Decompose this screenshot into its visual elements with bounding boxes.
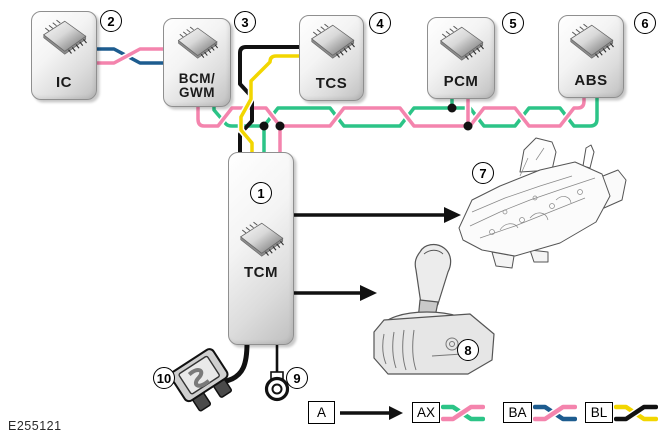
pair-ic-bcm bbox=[91, 45, 168, 67]
module-pcm-label: PCM bbox=[443, 73, 479, 91]
ground-ring-terminal bbox=[264, 343, 290, 402]
chip-icon bbox=[437, 23, 485, 63]
ba-pink-wire bbox=[93, 47, 166, 65]
module-tcs-label: TCS bbox=[315, 75, 348, 93]
bcm-label-line2: GWM bbox=[179, 84, 215, 100]
bus-green-wire bbox=[212, 92, 599, 128]
figure-code: E255121 bbox=[8, 419, 62, 433]
legend-key-box: A bbox=[308, 401, 335, 424]
callout-4-tcs: 4 bbox=[369, 12, 391, 34]
bus-pink-wire bbox=[196, 92, 586, 128]
module-abs-label: ABS bbox=[574, 72, 608, 90]
chip-icon bbox=[237, 219, 285, 259]
module-ic: IC bbox=[31, 11, 97, 100]
twisted-pair-bl-icon bbox=[614, 403, 658, 423]
legend-code-ax: AX bbox=[412, 402, 440, 423]
bl-black-wire bbox=[238, 45, 304, 158]
legend-arrow bbox=[340, 406, 403, 420]
module-tcs: TCS bbox=[299, 15, 364, 101]
callout-1-tcm: 1 bbox=[250, 182, 272, 204]
callout-9-ground: 9 bbox=[286, 367, 308, 389]
callout-10-fuse: 10 bbox=[153, 367, 175, 389]
module-pcm: PCM bbox=[427, 17, 495, 99]
chip-icon bbox=[40, 17, 88, 57]
pair-tcs-tcm bbox=[237, 45, 306, 160]
chip-icon bbox=[308, 21, 356, 61]
callout-3-bcm-gwm: 3 bbox=[234, 11, 256, 33]
legend-code-ba: BA bbox=[503, 402, 532, 423]
tcm-power-wire bbox=[221, 340, 250, 385]
module-tcm: TCM bbox=[228, 152, 294, 345]
callout-5-pcm: 5 bbox=[502, 12, 524, 34]
bus-junction-dots bbox=[259, 103, 473, 131]
callout-8-shifter: 8 bbox=[457, 339, 479, 361]
module-bcm-gwm: BCM/ GWM bbox=[163, 18, 231, 107]
legend-code-bl: BL bbox=[585, 402, 613, 423]
chip-icon bbox=[567, 21, 615, 61]
twisted-pair-ax-icon bbox=[441, 403, 485, 423]
module-abs: ABS bbox=[558, 15, 624, 98]
fuse-icon bbox=[169, 348, 232, 412]
module-bcm-gwm-label: BCM/ GWM bbox=[178, 70, 216, 100]
callout-6-abs: 6 bbox=[634, 12, 656, 34]
callout-7-transmission: 7 bbox=[472, 162, 494, 184]
module-ic-label: IC bbox=[56, 74, 72, 92]
bcm-label-line1: BCM/ bbox=[178, 70, 216, 86]
arrow-tcm-to-shifter bbox=[291, 285, 377, 301]
callout-2-ic: 2 bbox=[100, 10, 122, 32]
twisted-pair-ba-icon bbox=[533, 403, 577, 423]
can-bus-green-pink bbox=[194, 90, 599, 158]
module-tcm-label: TCM bbox=[244, 264, 278, 281]
bl-yellow-wire bbox=[239, 54, 304, 158]
arrow-tcm-to-transmission bbox=[291, 207, 461, 223]
chip-icon bbox=[175, 24, 219, 61]
transmission-illustration bbox=[458, 137, 627, 269]
